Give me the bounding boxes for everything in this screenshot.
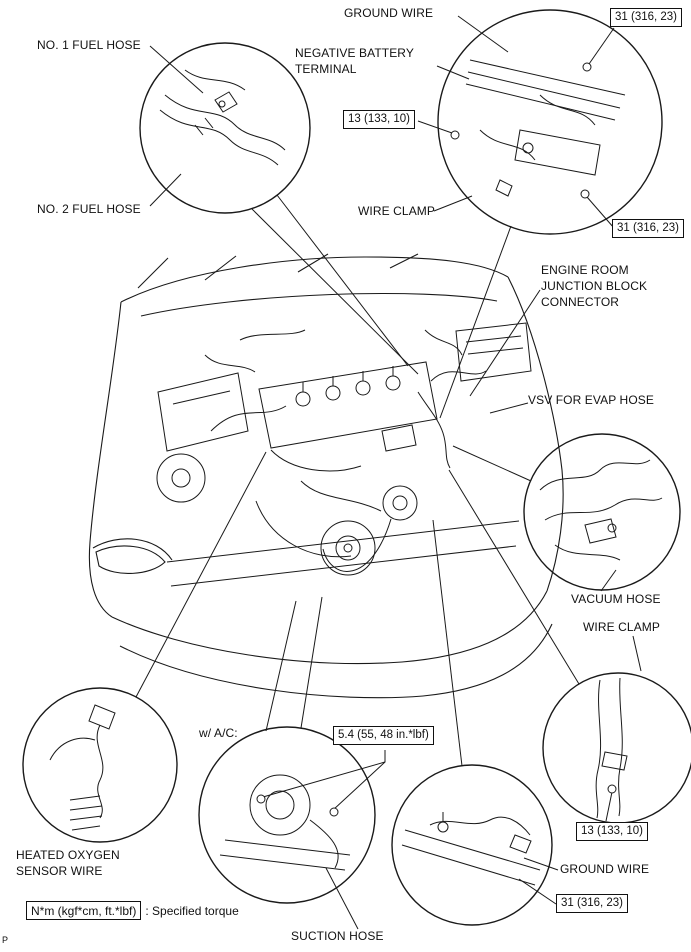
callout-connector-lines [135, 194, 580, 767]
callout-circle-battery [437, 9, 663, 235]
label-ground-wire-top: GROUND WIRE [344, 6, 434, 20]
bolt-markers [256, 62, 617, 817]
detail-o2-sensor [49, 704, 116, 831]
label-no1-fuel-hose: NO. 1 FUEL HOSE [37, 38, 141, 52]
callout-circle-suction [198, 726, 376, 904]
detail-vsv [539, 459, 663, 561]
label-heated-oxygen: HEATED OXYGEN SENSOR WIRE [16, 848, 120, 878]
label-ground-wire-bottom: GROUND WIRE [560, 862, 650, 876]
label-wire-clamp-right: WIRE CLAMP [583, 620, 661, 634]
engine-components [156, 322, 532, 587]
callout-circle-wire-clamp [542, 672, 691, 824]
detail-suction [219, 774, 351, 871]
label-no2-fuel-hose: NO. 2 FUEL HOSE [37, 202, 141, 216]
label-negative-battery-terminal: NEGATIVE BATTERY TERMINAL [295, 46, 414, 76]
torque-legend-unit-box: N*m (kgf*cm, ft.*lbf) [26, 901, 142, 920]
callout-circle-o2-sensor [22, 687, 178, 843]
torque-legend-caption: : Specified torque [145, 903, 239, 918]
page-marker: P [2, 935, 9, 945]
label-suction-hose: SUCTION HOSE [291, 929, 384, 943]
detail-battery [465, 59, 626, 197]
torque-spec-suction-hose: 5.4 (55, 48 in.*lbf) [333, 726, 434, 745]
leader-lines [149, 15, 642, 930]
torque-spec-battery-terminal: 13 (133, 10) [343, 110, 416, 129]
detail-ground-bottom [401, 812, 541, 886]
detail-wire-clamp [595, 677, 628, 819]
torque-spec-ground-wire-mid: 31 (316, 23) [612, 219, 685, 238]
label-vacuum-hose: VACUUM HOSE [571, 592, 661, 606]
car-body-outline [88, 253, 564, 699]
label-wire-clamp-top: WIRE CLAMP [358, 204, 436, 218]
callout-circle-vsv [523, 433, 681, 591]
torque-spec-ground-wire-bottom: 31 (316, 23) [556, 894, 629, 913]
callout-circle-ground-bottom [391, 764, 553, 926]
label-engine-room-junction: ENGINE ROOM JUNCTION BLOCK CONNECTOR [541, 263, 648, 309]
callout-circle-fuel-hoses [139, 42, 311, 214]
label-with-ac: w/ A/C: [199, 726, 238, 740]
torque-legend: N*m (kgf*cm, ft.*lbf) : Specified torque [26, 901, 239, 920]
torque-spec-ground-wire-top: 31 (316, 23) [610, 8, 683, 27]
detail-fuel-hoses [159, 69, 286, 166]
label-vsv-evap-hose: VSV FOR EVAP HOSE [528, 393, 654, 407]
torque-spec-wire-clamp: 13 (133, 10) [576, 822, 649, 841]
